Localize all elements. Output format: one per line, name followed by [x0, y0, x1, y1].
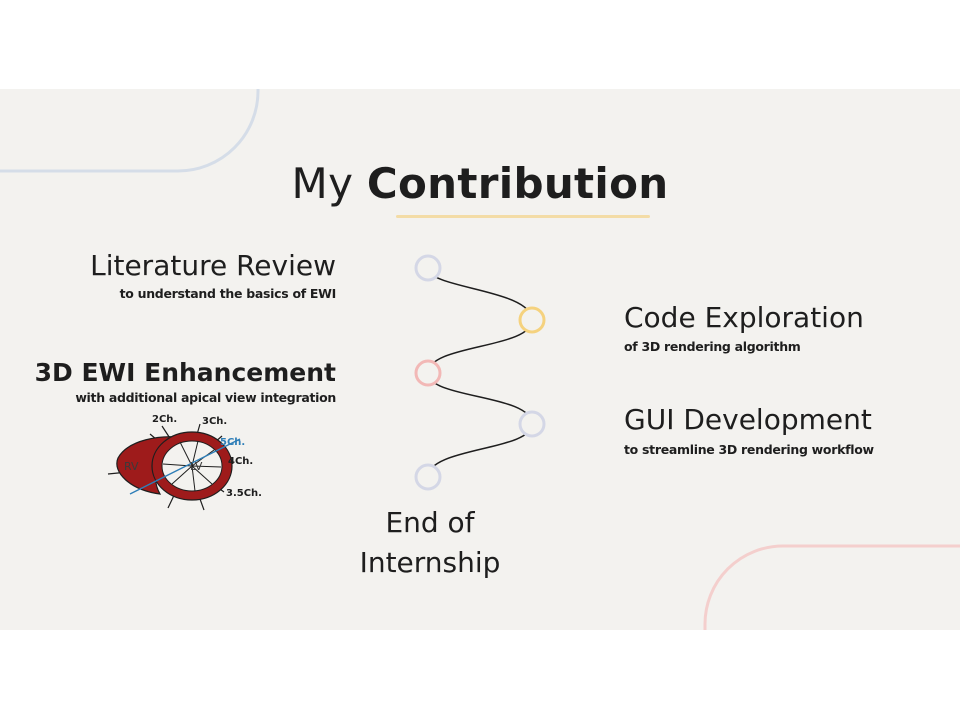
- ewi-enhancement-subtitle: with additional apical view integration: [75, 390, 336, 405]
- ewi-enhancement-heading: 3D EWI Enhancement: [34, 358, 336, 387]
- title-light: My: [291, 159, 354, 208]
- label-lv: LV: [190, 460, 203, 473]
- timeline-node-code: [518, 306, 546, 334]
- title-underline: [396, 215, 650, 218]
- page-title: My Contribution: [0, 159, 960, 208]
- heart-apical-view-diagram: RV LV 2Ch. 3Ch. 5Ch. 4Ch. 3.5Ch.: [107, 414, 262, 511]
- label-3-5ch: 3.5Ch.: [226, 488, 262, 499]
- code-exploration-subtitle: of 3D rendering algorithm: [624, 339, 801, 354]
- bottom-right-arc: [703, 544, 960, 630]
- decorative-curves: [0, 89, 960, 630]
- label-5ch: 5Ch.: [220, 437, 245, 448]
- top-left-arc: [0, 89, 260, 173]
- five-chamber-line: [129, 438, 241, 495]
- title-bold: Contribution: [366, 159, 669, 208]
- label-3ch: 3Ch.: [202, 416, 227, 427]
- gui-development-heading: GUI Development: [624, 403, 872, 436]
- slide: My Contribution Literature Review to und…: [0, 89, 960, 630]
- timeline-path: [427, 267, 533, 478]
- label-2ch: 2Ch.: [152, 414, 177, 425]
- timeline-node-ewi: [414, 359, 442, 387]
- label-rv: RV: [124, 460, 139, 473]
- literature-review-subtitle: to understand the basics of EWI: [119, 286, 337, 301]
- timeline-node-gui: [518, 410, 546, 438]
- gui-development-subtitle: to streamline 3D rendering workflow: [624, 442, 874, 457]
- label-4ch: 4Ch.: [228, 456, 253, 467]
- end-of-internship: End of Internship: [330, 503, 530, 583]
- inner-view-lines: [162, 440, 222, 492]
- literature-review-heading: Literature Review: [90, 249, 336, 282]
- end-line-1: End of: [385, 506, 475, 539]
- end-line-2: Internship: [359, 546, 501, 579]
- timeline-node-end: [414, 463, 442, 491]
- timeline-node-literature: [414, 254, 442, 282]
- code-exploration-heading: Code Exploration: [624, 301, 864, 334]
